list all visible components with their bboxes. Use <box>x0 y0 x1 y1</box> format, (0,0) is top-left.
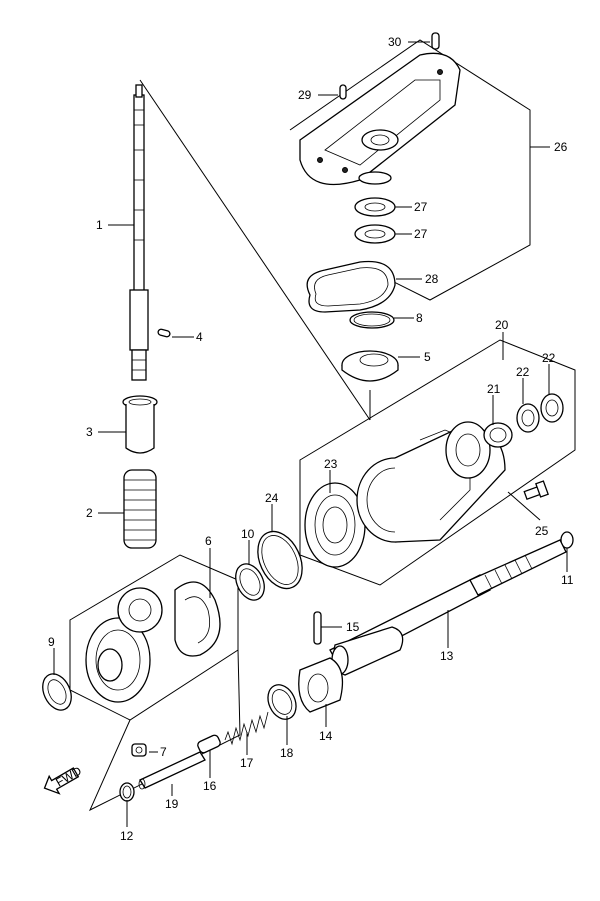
callout-9: 9 <box>48 635 55 649</box>
callout-13: 13 <box>440 649 454 663</box>
callout-16: 16 <box>203 779 217 793</box>
callout-5: 5 <box>424 350 431 364</box>
plate-26 <box>299 52 461 186</box>
spring-17 <box>224 711 269 746</box>
callout-29: 29 <box>298 88 312 102</box>
shim-9 <box>42 673 72 711</box>
callout-19: 19 <box>165 797 179 811</box>
callout-3: 3 <box>86 425 93 439</box>
shift-rod-19 <box>138 751 206 790</box>
bearing-5 <box>341 350 399 382</box>
oring-8 <box>349 311 395 329</box>
sleeve-3 <box>122 395 158 454</box>
seal-22a <box>516 403 540 433</box>
callout-21: 21 <box>487 382 501 396</box>
fwd-label: FWD <box>53 764 84 790</box>
fwd-arrow-icon: FWD <box>43 764 84 795</box>
callout-26: 26 <box>554 140 568 154</box>
pin-30 <box>431 32 440 50</box>
pin-4 <box>157 328 171 338</box>
propeller-shaft-13 <box>329 539 567 676</box>
callout-18: 18 <box>280 746 294 760</box>
callout-22a: 22 <box>516 365 530 379</box>
callout-8: 8 <box>416 311 423 325</box>
callout-20: 20 <box>495 318 509 332</box>
needle-bearing-21 <box>483 422 513 448</box>
callout-17: 17 <box>240 756 254 770</box>
bearing-23 <box>304 482 366 568</box>
callout-22b: 22 <box>542 351 556 365</box>
pin-15 <box>313 611 322 645</box>
callout-7: 7 <box>160 745 167 759</box>
oring-24 <box>257 530 303 590</box>
callout-1: 1 <box>96 218 103 232</box>
callout-14: 14 <box>319 729 333 743</box>
ring-18 <box>267 684 297 720</box>
ball-7 <box>131 743 147 757</box>
pin-29 <box>339 84 347 100</box>
callout-10: 10 <box>241 527 255 541</box>
callout-28: 28 <box>425 272 439 286</box>
callout-6: 6 <box>205 534 212 548</box>
sleeve-16 <box>197 734 221 754</box>
gasket-28 <box>306 260 396 313</box>
callout-11: 11 <box>561 573 574 587</box>
callout-24: 24 <box>265 491 279 505</box>
housing-20 <box>356 421 506 543</box>
callout-15: 15 <box>346 620 360 634</box>
bolt-25 <box>523 480 549 501</box>
callout-25: 25 <box>535 524 549 538</box>
group-box-26 <box>139 39 531 421</box>
callout-30: 30 <box>388 35 402 49</box>
seal-22b <box>540 393 564 423</box>
callout-23: 23 <box>324 457 338 471</box>
shim-10 <box>235 563 265 601</box>
callout-4: 4 <box>196 330 203 344</box>
drive-shaft <box>129 84 149 381</box>
callouts: 1 2 3 4 5 6 7 8 9 10 11 12 13 14 15 16 1… <box>48 35 574 843</box>
leader-lines <box>53 41 568 827</box>
callout-12: 12 <box>120 829 134 843</box>
clutch-14 <box>298 657 344 713</box>
callout-2: 2 <box>86 506 93 520</box>
callout-27b: 27 <box>414 227 428 241</box>
gear-set-6 <box>85 581 221 703</box>
bearing-27b <box>354 224 396 244</box>
circlip-12 <box>119 782 135 802</box>
bellows-2 <box>123 469 157 549</box>
callout-27a: 27 <box>414 200 428 214</box>
bearing-27a <box>354 197 396 217</box>
